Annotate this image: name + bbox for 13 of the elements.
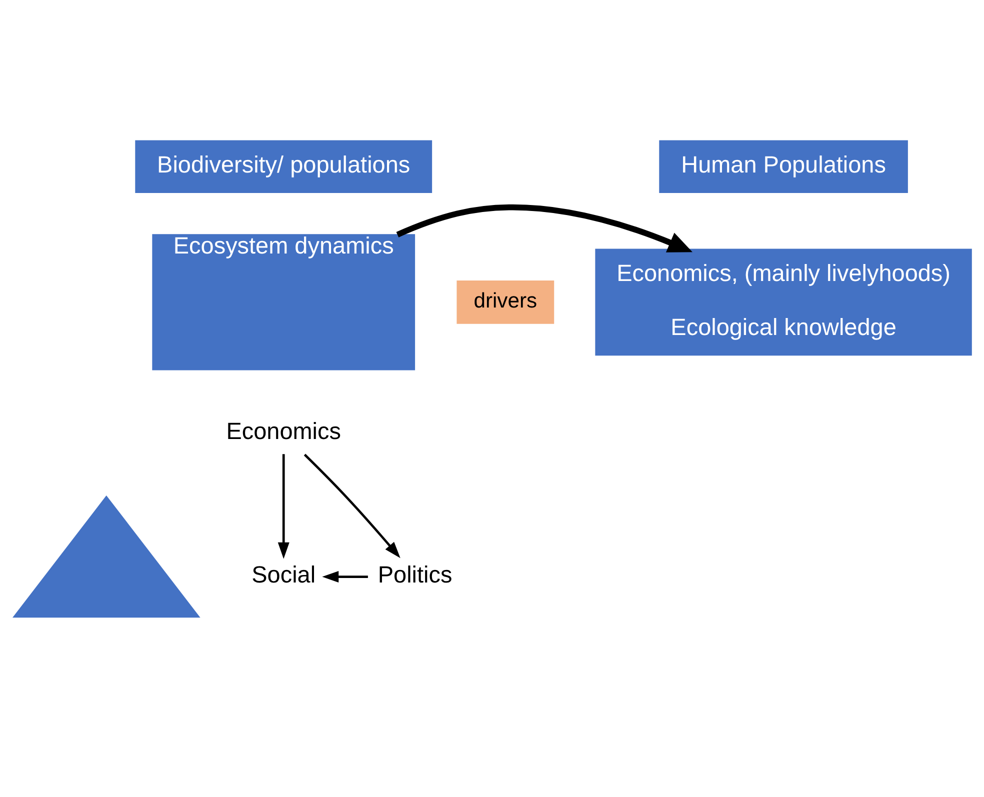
arrow	[396, 204, 692, 252]
node-text: Politics	[377, 561, 452, 588]
node-box: Economics, (mainly livelyhoods) Ecological knowledge	[594, 248, 972, 356]
node-triangle	[12, 494, 200, 618]
node-text: Social	[251, 561, 316, 588]
arrow	[303, 453, 400, 558]
arrow	[322, 570, 368, 582]
node-text: Economics	[226, 417, 340, 444]
node-box: Biodiversity/ populations	[134, 140, 432, 193]
node-box: Ecosystem dynamics	[152, 234, 415, 370]
node-box: drivers	[456, 280, 554, 324]
arrow	[277, 454, 289, 558]
node-box: Human Populations	[658, 140, 908, 193]
